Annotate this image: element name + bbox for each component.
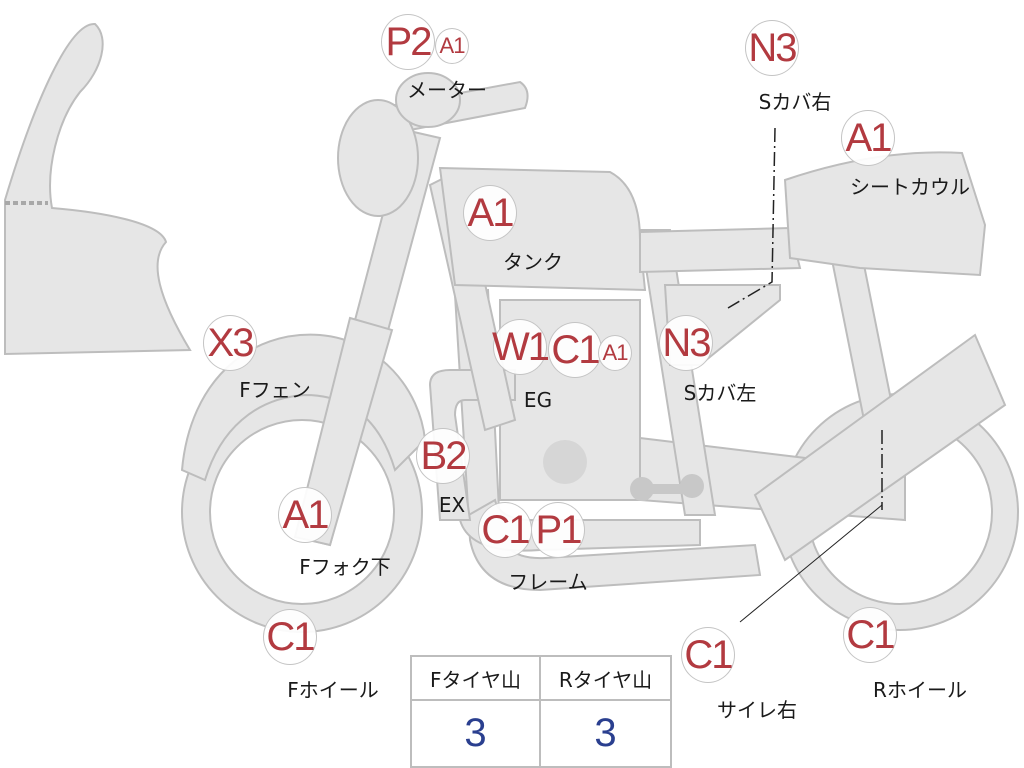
grade-marker-engine-c1[interactable]: C1	[548, 322, 602, 378]
meter-shape	[395, 72, 461, 128]
fork-lower	[293, 316, 394, 547]
part-label-seat-cowl: シートカウル	[850, 175, 970, 199]
part-label-front-fork-lower: Fフォク下	[299, 555, 391, 579]
grade-marker-frame-c1[interactable]: C1	[478, 502, 532, 558]
part-label-side-cover-left: Sカバ左	[683, 381, 757, 405]
muffler	[753, 333, 1007, 562]
part-label-front-wheel: Fホイール	[287, 678, 379, 702]
part-label-front-fender: Fフェン	[239, 378, 311, 402]
headlight	[337, 99, 419, 217]
grade-marker-front-fork-lower[interactable]: A1	[278, 487, 332, 543]
grade-marker-engine-w1[interactable]: W1	[492, 319, 550, 375]
grade-marker-tank[interactable]: A1	[463, 185, 517, 241]
front-tire-value: 3	[412, 701, 541, 766]
seat	[639, 226, 802, 274]
grade-marker-engine-a1[interactable]: A1	[598, 335, 632, 371]
part-label-exhaust: EX	[438, 493, 466, 517]
grade-marker-meter-p2[interactable]: P2	[381, 14, 435, 70]
grade-marker-rear-wheel[interactable]: C1	[843, 607, 897, 663]
frame-rear	[638, 229, 717, 516]
grade-marker-frame-p1[interactable]: P1	[531, 502, 585, 558]
part-label-tank: タンク	[503, 250, 563, 274]
seat-cowl-shape	[783, 151, 987, 277]
part-label-rear-wheel: Rホイール	[873, 678, 967, 702]
rear-tire-header: Rタイヤ山	[541, 657, 670, 701]
grade-marker-silencer-right[interactable]: C1	[681, 627, 735, 683]
part-label-silencer-right: サイレ右	[717, 698, 797, 722]
grade-marker-side-cover-right[interactable]: N3	[745, 20, 799, 76]
grade-marker-side-cover-left[interactable]: N3	[659, 315, 713, 371]
front-tire-header: Fタイヤ山	[412, 657, 541, 701]
grade-marker-front-fender[interactable]: X3	[203, 315, 257, 371]
fairing	[4, 22, 192, 356]
rear-tire-value: 3	[594, 711, 617, 755]
part-label-engine: EG	[523, 388, 553, 412]
part-label-side-cover-right: Sカバ右	[758, 90, 832, 114]
grade-marker-meter-a1[interactable]: A1	[435, 28, 469, 64]
part-label-frame: フレーム	[508, 570, 588, 594]
part-label-meter: メーター	[407, 78, 487, 102]
grade-marker-front-wheel[interactable]: C1	[263, 609, 317, 665]
tire-tread-table: Fタイヤ山 Rタイヤ山 3 3	[410, 655, 672, 768]
grade-marker-exhaust[interactable]: B2	[416, 428, 470, 484]
grade-marker-seat-cowl[interactable]: A1	[841, 110, 895, 166]
